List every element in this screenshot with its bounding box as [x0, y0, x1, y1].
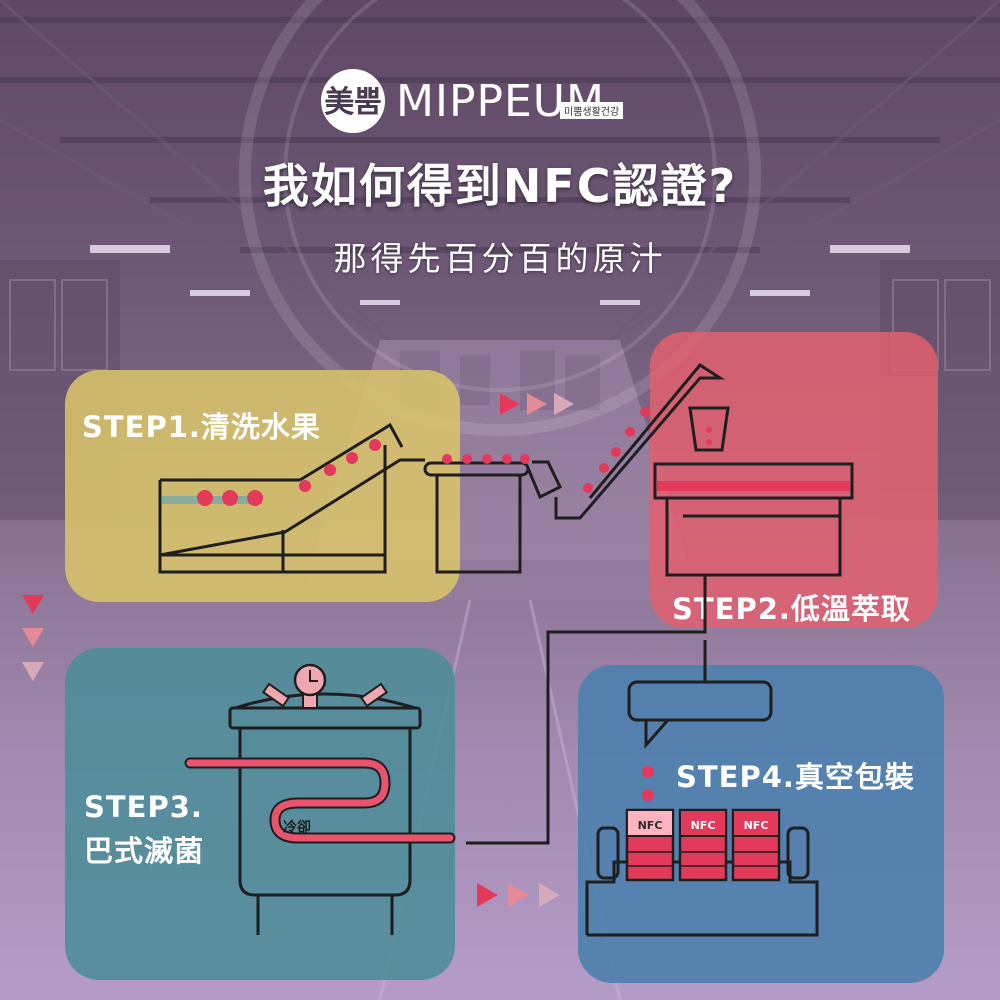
step4-label: STEP4.真空包裝 — [676, 760, 915, 794]
package-3: NFC — [731, 808, 781, 882]
arrow-top-2 — [527, 393, 547, 415]
step1-card — [65, 370, 460, 602]
arrow-bottom-1 — [477, 883, 498, 907]
cooling-coil — [184, 757, 456, 844]
arrow-left-3 — [22, 662, 44, 681]
fruit-dots — [197, 407, 712, 801]
package-1: NFC — [625, 808, 675, 882]
arrow-top-3 — [554, 393, 574, 415]
extractor-table — [653, 462, 854, 500]
step2-label: STEP2.低溫萃取 — [672, 592, 911, 626]
arrow-bottom-2 — [508, 883, 529, 907]
package-3-label: NFC — [744, 819, 769, 832]
extractor-funnel — [688, 406, 730, 452]
package-1-label: NFC — [638, 819, 663, 832]
hopper — [423, 461, 530, 477]
nfc-packages: NFC NFC NFC — [625, 808, 781, 882]
arrow-left-1 — [22, 595, 44, 614]
arrow-left-2 — [22, 628, 44, 647]
pressure-gauge-icon — [293, 663, 327, 709]
filler-head — [627, 680, 773, 722]
package-2: NFC — [678, 808, 728, 882]
arrow-top-1 — [500, 393, 520, 415]
brand-tagline: 미뿜생활건강 — [560, 102, 624, 119]
pipe-to-packer — [466, 575, 707, 845]
conveyor-2 — [526, 460, 562, 500]
extractor-juice-layer — [657, 481, 850, 491]
conveyor-1 — [159, 458, 425, 557]
coil-label: 冷卻 — [283, 819, 311, 836]
package-2-label: NFC — [691, 819, 716, 832]
pasteurizer-body — [238, 728, 412, 897]
pasteurizer-lid — [228, 706, 422, 730]
step1-label: STEP1.清洗水果 — [82, 410, 321, 444]
svg-text:美뿜: 美뿜 — [324, 85, 382, 120]
steam-valves — [261, 682, 389, 708]
brand-seal-icon: 美뿜 — [321, 69, 385, 133]
step3-label-line1: STEP3. — [84, 790, 203, 824]
packer-base — [585, 860, 819, 937]
washer-tank — [158, 445, 387, 574]
arrow-bottom-3 — [539, 883, 560, 907]
page-subtitle: 那得先百分百的原汁 — [333, 239, 667, 278]
step3-label-line2: 巴式滅菌 — [84, 834, 205, 868]
page-title: 我如何得到NFC認證? — [262, 159, 738, 213]
step3-card — [65, 648, 455, 980]
flow-arrows — [22, 393, 574, 907]
